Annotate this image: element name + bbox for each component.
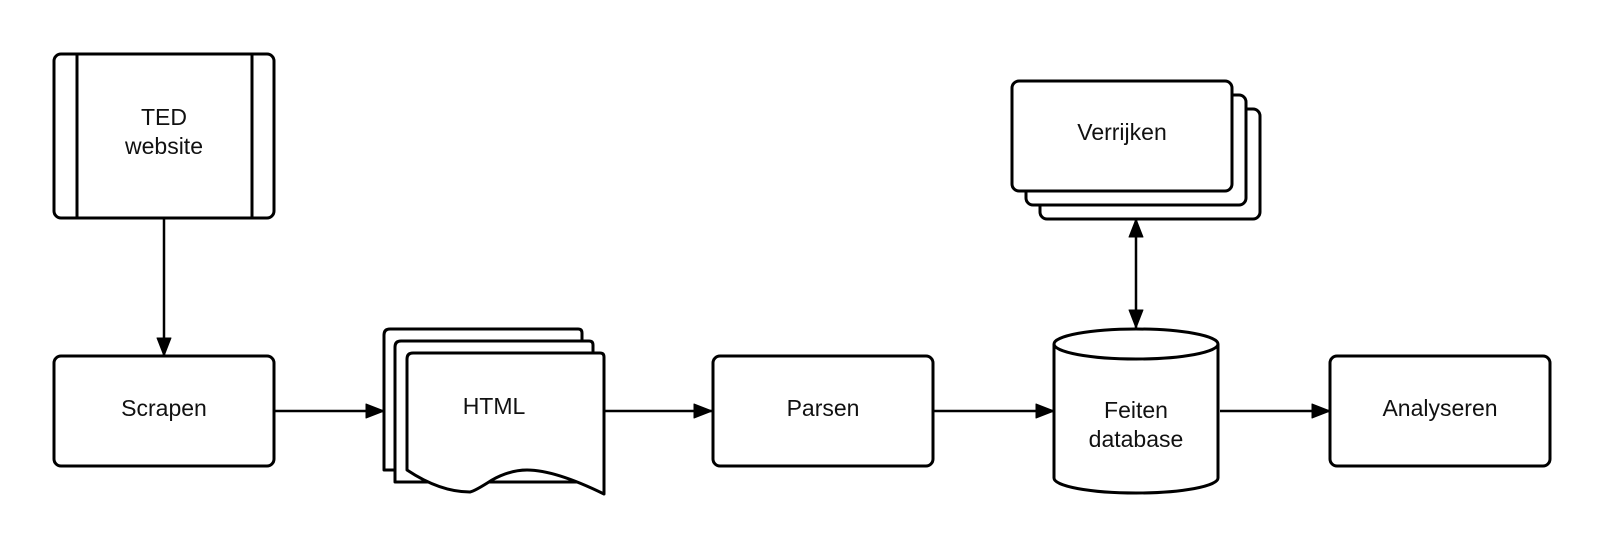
node-analyseren: Analyseren xyxy=(1328,354,1552,468)
node-feiten-database: Feiten database xyxy=(1052,327,1220,495)
node-analyseren-label: Analyseren xyxy=(1382,395,1497,421)
node-ted-website-label-line2: website xyxy=(124,133,203,159)
node-feiten-database-label-line2: database xyxy=(1089,426,1184,452)
node-ted-website-label-line1: TED xyxy=(141,104,187,130)
node-parsen-label: Parsen xyxy=(787,395,860,421)
node-verrijken-label: Verrijken xyxy=(1077,119,1166,145)
node-verrijken: Verrijken xyxy=(1010,79,1262,221)
node-scrapen: Scrapen xyxy=(52,354,276,468)
node-scrapen-label: Scrapen xyxy=(121,395,207,421)
node-feiten-database-label-line1: Feiten xyxy=(1104,397,1168,423)
node-html-label: HTML xyxy=(463,393,526,419)
node-html: HTML xyxy=(382,327,606,496)
edges xyxy=(156,218,1331,419)
node-ted-website: TED website xyxy=(52,52,276,220)
node-parsen: Parsen xyxy=(711,354,935,468)
